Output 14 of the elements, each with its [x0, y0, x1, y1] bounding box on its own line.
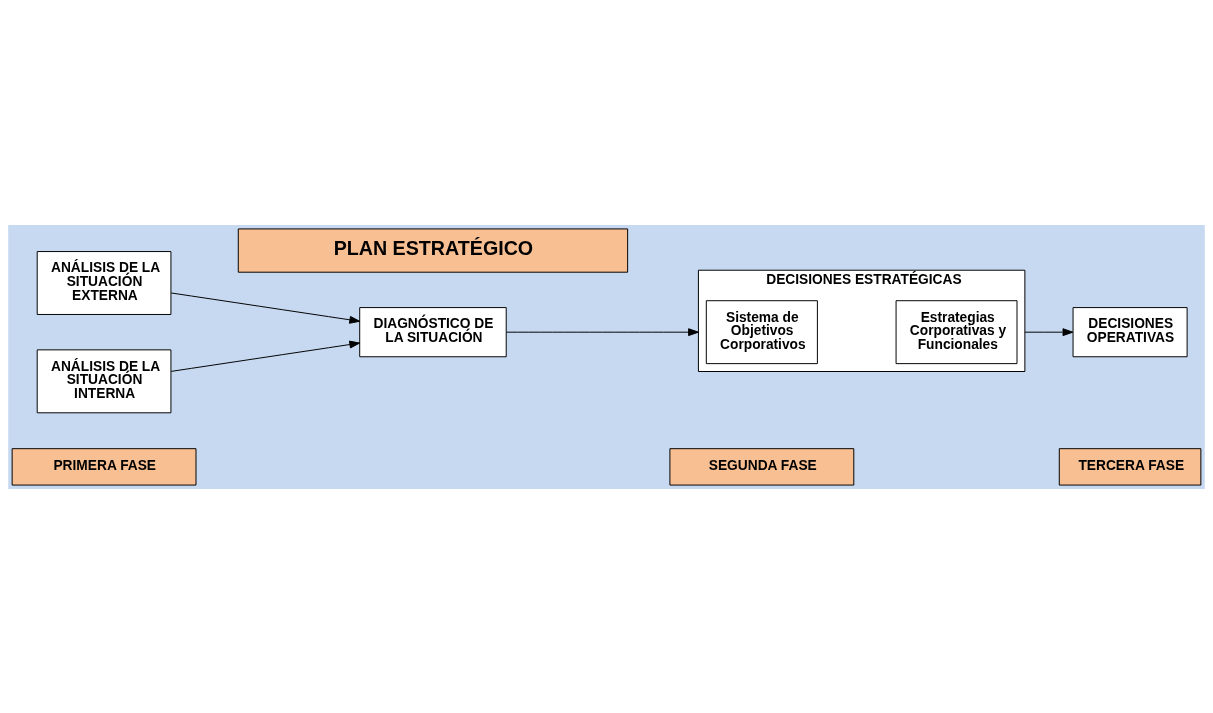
- node-box: PRIMERA FASE: [11, 447, 197, 486]
- node-box: PLAN ESTRATÉGICO: [237, 227, 629, 273]
- arrow: [1024, 327, 1074, 336]
- node-box: ANÁLISIS DE LA SITUACIÓN EXTERNA: [36, 250, 172, 315]
- node-box: Estrategias Corporativas y Funcionales: [895, 299, 1018, 364]
- node-box: ANÁLISIS DE LA SITUACIÓN INTERNA: [36, 348, 172, 413]
- arrow: [170, 291, 361, 324]
- node-box: DECISIONES OPERATIVAS: [1072, 306, 1188, 357]
- arrow: [506, 327, 699, 336]
- node-box: Sistema de Objetivos Corporativos: [705, 299, 818, 364]
- node-box: TERCERA FASE: [1058, 447, 1202, 486]
- node-box: DIAGNÓSTICO DE LA SITUACIÓN: [359, 306, 507, 357]
- arrow: [170, 340, 361, 372]
- node-box: SEGUNDA FASE: [669, 447, 855, 486]
